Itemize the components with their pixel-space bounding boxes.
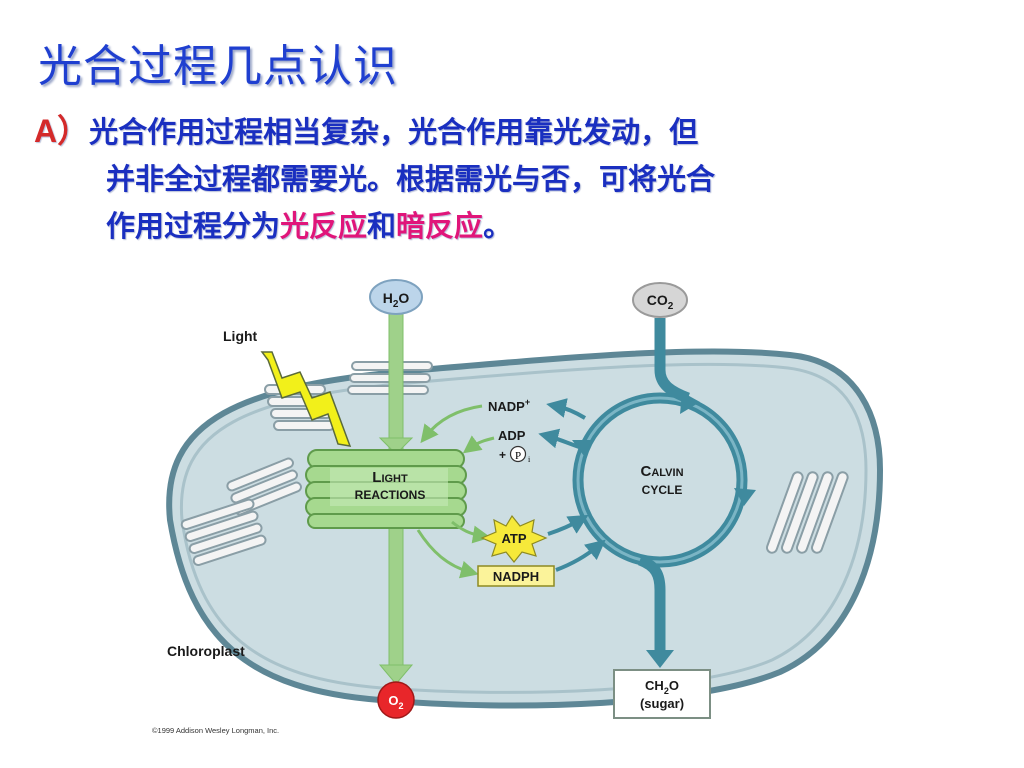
co2-node [632, 282, 688, 318]
h2o-tail: O [398, 290, 409, 306]
arrow-adp-to-light [462, 435, 495, 454]
arrow-atp-to-cycle [547, 514, 589, 536]
calvin-rest: ALVIN [651, 467, 683, 479]
sugar-tail: O [669, 678, 679, 693]
bullet-text-3-mid: 和 [367, 209, 397, 243]
nadph-label: NADPH [493, 569, 539, 584]
arrow-nadph-to-cycle [555, 539, 606, 572]
adp-label: ADP [498, 428, 526, 443]
o2-node [377, 681, 415, 719]
bullet-line-2: 并非全过程都需要光。根据需光与否，可将光合 [106, 162, 716, 196]
pi-plus: + [499, 448, 506, 462]
calvin-line2: CYCLE [642, 483, 683, 497]
o2-label: O [388, 693, 398, 708]
sugar-box [613, 669, 711, 719]
svg-text:O2: O2 [388, 693, 403, 711]
arrow-light-to-nadph [416, 529, 479, 579]
bullet-point: A）光合作用过程相当复杂，光合作用靠光发动，但 并非全过程都需要光。根据需光与否… [34, 108, 994, 250]
co2-sub: 2 [668, 301, 674, 312]
lightning-bolt-icon [260, 351, 352, 447]
pi-symbol: P [515, 450, 521, 462]
atp-star-icon [480, 514, 548, 563]
sugar-arrow-head [646, 650, 674, 668]
sugar-flow-arrow [637, 554, 666, 655]
thylakoid-stack-right [766, 471, 849, 554]
svg-text:LIGHT: LIGHT [372, 469, 408, 486]
h2o-sub: 2 [393, 299, 399, 310]
sugar-sub: 2 [664, 686, 669, 696]
arrow-cycle-to-nadp [546, 398, 587, 420]
chloroplast-label: Chloroplast [167, 643, 245, 659]
arrow-light-to-atp [451, 520, 491, 544]
o2-arrow-head [378, 664, 414, 685]
bullet-line-1: A）光合作用过程相当复杂，光合作用靠光发动，但 [34, 108, 994, 156]
svg-text:CH2O: CH2O [645, 678, 679, 696]
co2-label: CO [647, 292, 668, 308]
term-dark-reaction: 暗反应 [396, 209, 484, 243]
phosphate-icon [509, 445, 527, 463]
bullet-text-3-prefix: 作用过程分为 [106, 209, 281, 243]
pi-sub: i [528, 455, 531, 464]
light-reactions-line2: REACTIONS [355, 488, 426, 502]
light-label: Light [223, 328, 258, 344]
bullet-text-3-end: 。 [483, 209, 513, 243]
calvin-cycle-ring-highlight [576, 396, 744, 564]
svg-text:CALVIN: CALVIN [640, 463, 683, 480]
h2o-label: H [383, 290, 393, 306]
calvin-initial: C [640, 463, 651, 480]
slide-title: 光合过程几点认识 [38, 41, 398, 92]
svg-text:CO2: CO2 [647, 292, 674, 312]
nadph-box [477, 565, 555, 587]
co2-flow-arrow [654, 318, 690, 404]
term-light-reaction: 光反应 [280, 209, 368, 243]
light-reactions-initial: L [372, 469, 381, 486]
thylakoid-stack-left-bottom [180, 498, 267, 567]
bullet-marker: A） [34, 113, 90, 149]
bullet-line-3: 作用过程分为光反应和暗反应。 [34, 203, 994, 250]
calvin-arrow-2 [734, 488, 756, 506]
arrow-nadp-to-light [420, 404, 483, 444]
o2-sub: 2 [399, 701, 404, 711]
sugar-label-line2: (sugar) [640, 696, 684, 711]
light-reactions-rest: IGHT [381, 473, 408, 485]
arrow-cycle-to-adp [538, 428, 583, 450]
water-arrow-head-top [378, 437, 414, 455]
atp-label: ATP [501, 531, 526, 546]
sugar-label: CH [645, 678, 664, 693]
copyright-note: ©1999 Addison Wesley Longman, Inc. [152, 726, 279, 735]
bullet-text-1: 光合作用过程相当复杂，光合作用靠光发动，但 [89, 115, 699, 149]
svg-text:NADP+: NADP+ [488, 397, 530, 414]
svg-text:H2O: H2O [383, 290, 410, 310]
nadp-plus-sup: + [525, 397, 530, 407]
nadp-plus-label: NADP [488, 399, 525, 414]
h2o-node [369, 279, 423, 315]
light-reactions-label-bg [330, 468, 448, 506]
